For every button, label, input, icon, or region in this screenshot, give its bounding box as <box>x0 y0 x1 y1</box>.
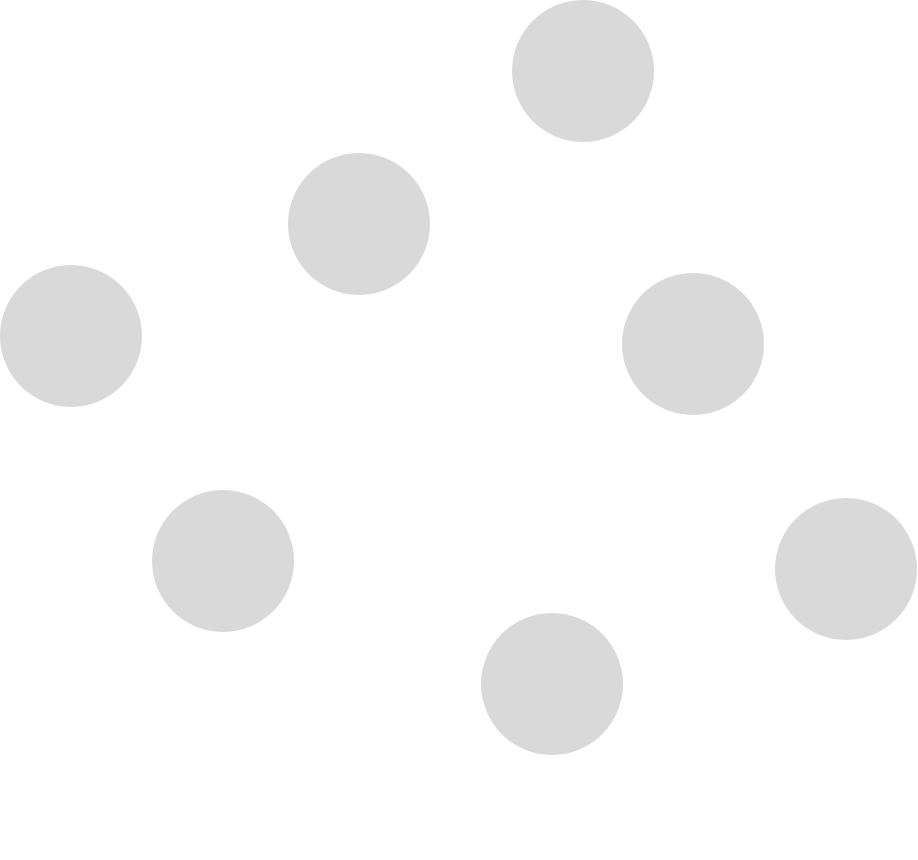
circle-dot <box>152 490 294 632</box>
circle-dot <box>0 265 142 407</box>
circle-dot <box>622 273 764 415</box>
circle-dot <box>288 153 430 295</box>
circle-dot <box>775 498 917 640</box>
circle-dot <box>481 613 623 755</box>
circle-dot <box>512 0 654 142</box>
